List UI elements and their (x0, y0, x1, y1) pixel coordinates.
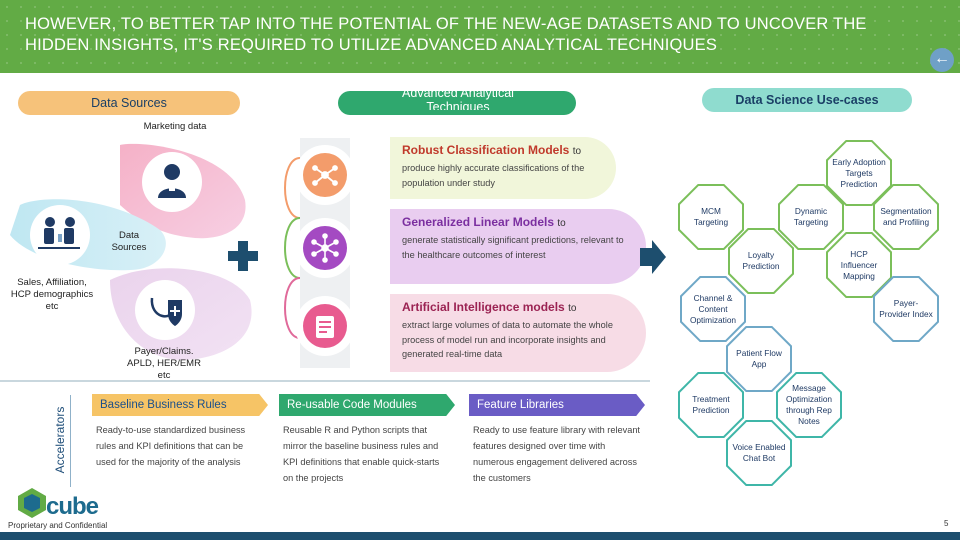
data-sources-graphic (10, 143, 252, 360)
model-title: Robust Classification Models to (402, 143, 604, 157)
arrow-left-icon[interactable]: ← (930, 48, 954, 72)
accelerator-description: Reusable R and Python scripts that mirro… (283, 425, 440, 483)
use-case-label: Patient Flow App (728, 328, 790, 390)
use-case-octagon: Payer-Provider Index (873, 276, 939, 342)
model-title-text: Generalized Linear Models (402, 215, 555, 229)
stethoscope-shield-icon (150, 297, 182, 326)
use-case-octagon: Channel & Content Optimization (680, 276, 746, 342)
accelerator-title: Re-usable Code Modules (279, 394, 455, 416)
arrow-right-icon (640, 240, 666, 274)
section-divider (0, 380, 650, 382)
use-case-octagon: Loyalty Prediction (728, 228, 794, 294)
accelerators-label: Accelerators (52, 395, 68, 487)
use-case-label: Early Adoption Targets Prediction (828, 142, 890, 204)
header-pattern (0, 0, 960, 73)
confidential-note: Proprietary and Confidential (8, 521, 108, 530)
use-case-octagon: Early Adoption Targets Prediction (826, 140, 892, 206)
marketing-data-label: Marketing data (143, 121, 207, 132)
accelerators-label-text: Accelerators (53, 406, 67, 474)
use-case-label: Channel & Content Optimization (682, 278, 744, 340)
accelerator-title: Feature Libraries (469, 394, 645, 416)
accelerator-description: Ready-to-use standardized business rules… (96, 425, 246, 467)
model-card-glm: Generalized Linear Models to generate st… (390, 209, 646, 284)
header-banner (0, 0, 960, 73)
use-case-octagon: Segmentation and Profiling (873, 184, 939, 250)
use-case-label: Message Optimization through Rep Notes (778, 374, 840, 436)
use-case-label: Voice Enabled Chat Bot (728, 422, 790, 484)
data-sources-center-label: Data Sources (111, 230, 147, 253)
advanced-techniques-label: Advanced Analytical Techniques (402, 86, 514, 110)
doctor-icon (158, 164, 186, 198)
model-description: generate statistically significant predi… (402, 235, 624, 260)
plus-icon (228, 241, 258, 271)
model-description: extract large volumes of data to automat… (402, 320, 613, 359)
model-card-ai: Artificial Intelligence models to extrac… (390, 294, 646, 372)
model-description: produce highly accurate classifications … (402, 163, 585, 188)
use-case-label: Treatment Prediction (680, 374, 742, 436)
use-case-octagon: HCP Influencer Mapping (826, 232, 892, 298)
page-title: HOWEVER, TO BETTER TAP INTO THE POTENTIA… (25, 15, 867, 54)
model-title-to: to (557, 218, 566, 229)
meeting-icon (38, 217, 80, 249)
use-case-octagon: Treatment Prediction (678, 372, 744, 438)
marketing-circle (142, 152, 202, 212)
use-case-octagon: Dynamic Targeting (778, 184, 844, 250)
model-title: Artificial Intelligence models to (402, 300, 634, 314)
accelerator-card-feature-libraries: Feature Libraries Ready to use feature l… (469, 394, 645, 492)
accelerators-line (70, 395, 71, 487)
cube-logo-icon (18, 488, 46, 518)
payer-label: Payer/Claims. APLD, HER/EMR etc (127, 346, 201, 381)
use-case-label: Payer-Provider Index (875, 278, 937, 340)
use-case-octagon: Voice Enabled Chat Bot (726, 420, 792, 486)
use-case-label: Loyalty Prediction (730, 230, 792, 292)
accelerator-description: Ready to use feature library with releva… (473, 425, 640, 483)
model-title: Generalized Linear Models to (402, 215, 634, 229)
model-title-to: to (568, 303, 577, 314)
use-case-octagon: Patient Flow App (726, 326, 792, 392)
model-title-text: Robust Classification Models (402, 143, 570, 157)
use-cases-heading: Data Science Use-cases (702, 88, 912, 112)
data-sources-heading: Data Sources (18, 91, 240, 115)
model-card-classification: Robust Classification Models to produce … (390, 137, 616, 199)
accelerator-title: Baseline Business Rules (92, 394, 268, 416)
cube-logo-text: cube (46, 493, 99, 520)
accelerator-card-business-rules: Baseline Business Rules Ready-to-use sta… (92, 394, 268, 492)
page-number: 5 (944, 519, 949, 528)
use-case-label: MCM Targeting (680, 186, 742, 248)
model-title-to: to (572, 146, 582, 157)
techniques-graphic (284, 138, 355, 368)
use-case-octagon: MCM Targeting (678, 184, 744, 250)
sales-label: Sales, Affiliation, HCP demographics etc (10, 277, 94, 312)
payer-circle (135, 280, 195, 340)
advanced-techniques-heading: Advanced Analytical Techniques (338, 86, 576, 115)
use-case-label: HCP Influencer Mapping (828, 234, 890, 296)
use-case-label: Dynamic Targeting (780, 186, 842, 248)
use-case-octagon: Message Optimization through Rep Notes (776, 372, 842, 438)
use-case-label: Segmentation and Profiling (875, 186, 937, 248)
accelerator-card-code-modules: Re-usable Code Modules Reusable R and Py… (279, 394, 455, 492)
bottom-bar (0, 532, 960, 540)
model-title-text: Artificial Intelligence models (402, 300, 565, 314)
